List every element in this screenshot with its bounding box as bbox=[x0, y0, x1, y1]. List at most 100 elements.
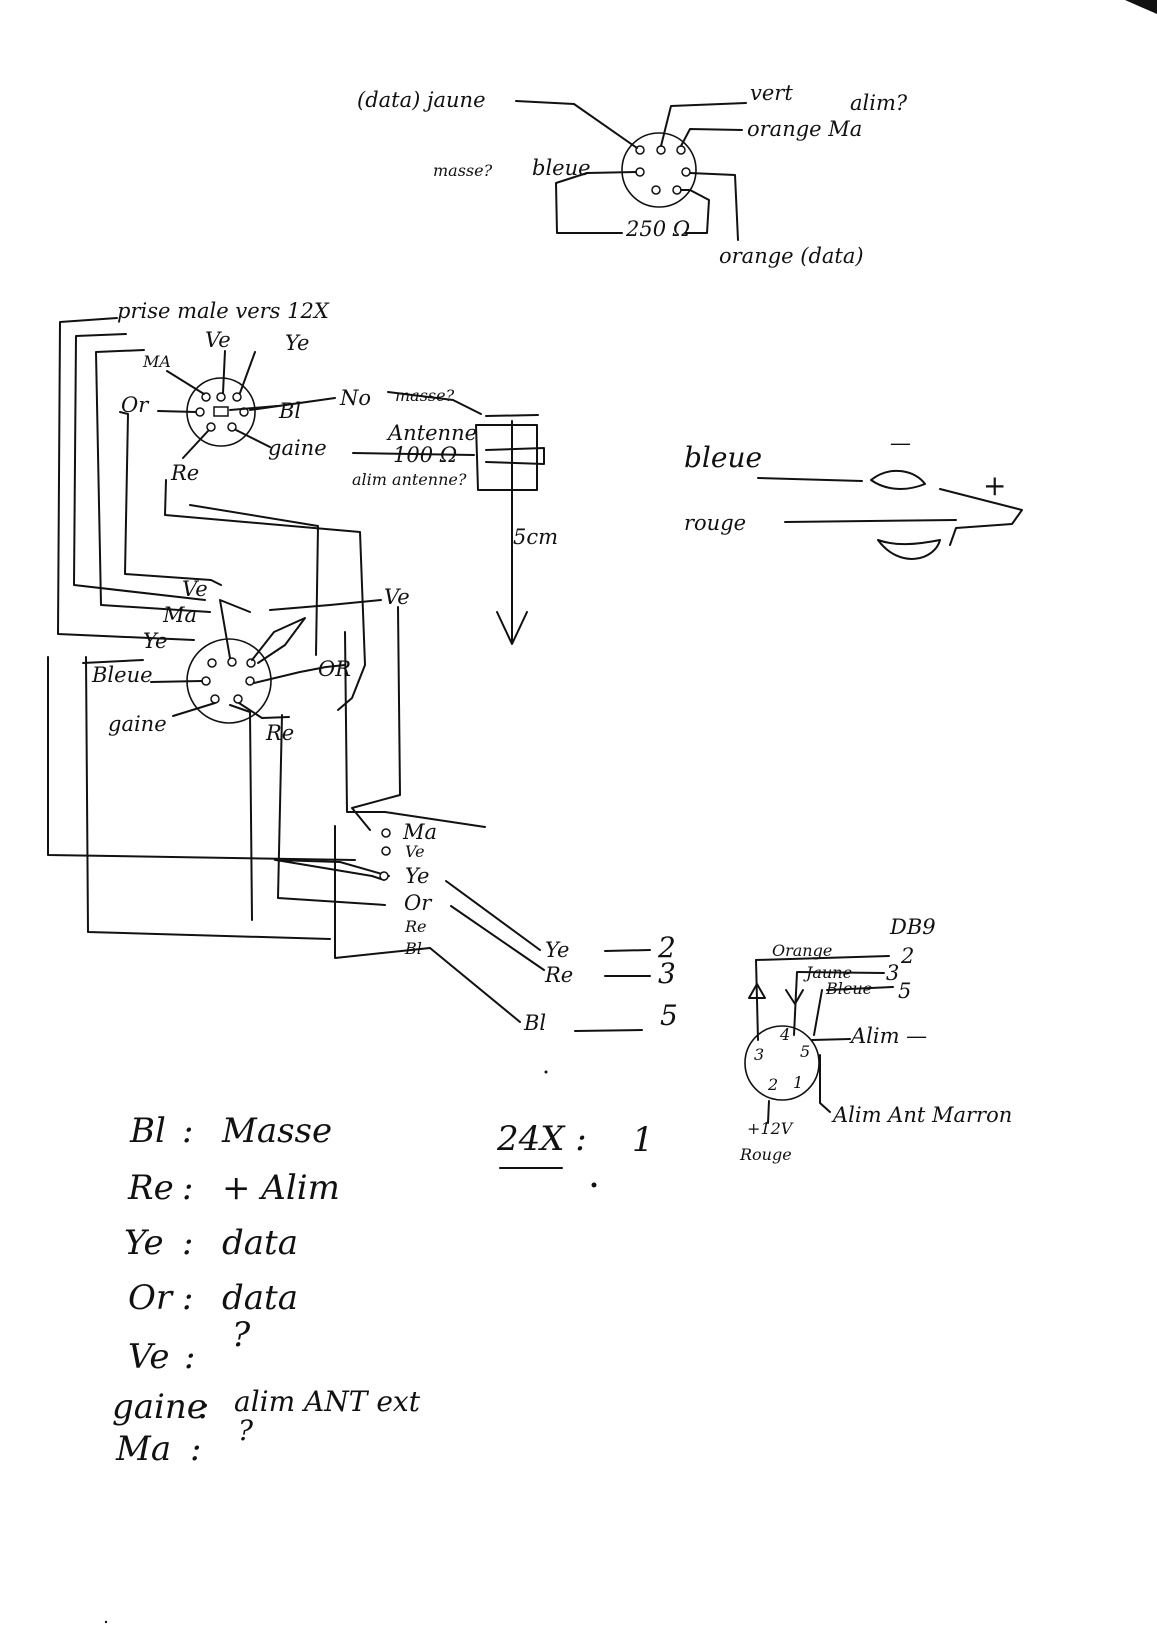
db9-alim-minus-label: Alim — bbox=[849, 1024, 927, 1048]
legend-key: gaine bbox=[112, 1387, 207, 1427]
male-resistor-label: 100 Ω bbox=[393, 443, 457, 467]
top-jaune-label: (data) jaune bbox=[357, 88, 486, 112]
terminal-or-label: Or bbox=[404, 891, 433, 915]
db9-pin: 1 bbox=[793, 1073, 803, 1092]
legend-sep: : bbox=[182, 1168, 193, 1208]
male-bl-label: Bl bbox=[278, 399, 301, 423]
jack-bleue-label: bleue bbox=[684, 441, 762, 474]
male-ye-label: Ye bbox=[285, 331, 309, 355]
top-connector: (data) jaune vert orange Ma alim? masse?… bbox=[357, 81, 908, 268]
legend-item: gaine : alim ANT ext bbox=[112, 1385, 421, 1427]
db9-map-row: Bl 5 bbox=[523, 999, 678, 1035]
top-connector-body bbox=[621, 132, 697, 208]
legend-key: Bl bbox=[129, 1111, 166, 1151]
top-resistor-label: 250 Ω bbox=[625, 217, 690, 241]
terminal-ye-label: Ye bbox=[405, 864, 429, 888]
legend-key: Ve bbox=[128, 1337, 170, 1377]
male-ve-label: Ve bbox=[205, 328, 231, 352]
antenna-plug bbox=[387, 391, 545, 645]
legend-sep: : bbox=[190, 1429, 201, 1469]
db9-pin: 4 bbox=[779, 1025, 790, 1044]
terminal-ma-label: Ma bbox=[402, 820, 437, 844]
mid-ve-right-label: Ve bbox=[384, 585, 410, 609]
db9-pin: 2 bbox=[767, 1075, 778, 1094]
legend-sep: : bbox=[182, 1223, 193, 1263]
top-masse-label: masse? bbox=[433, 161, 493, 180]
db9-map-row: Re 3 bbox=[544, 957, 676, 990]
legend-key: Ma bbox=[115, 1429, 171, 1469]
top-orange-label: orange Ma bbox=[747, 117, 862, 141]
db9-pin: 5 bbox=[800, 1042, 810, 1061]
db9-map-pin: 2 bbox=[657, 931, 676, 964]
db9-map-label: Ye bbox=[545, 938, 569, 962]
db9-map-label: Re bbox=[544, 963, 573, 987]
legend-sep: : bbox=[182, 1278, 193, 1318]
db9-map-row: Ye 2 bbox=[545, 931, 676, 964]
mid-ma-label: Ma bbox=[162, 603, 197, 627]
terminal-block: Ma Ve Ye Or Re Bl bbox=[379, 820, 545, 1023]
terminal-re-label: Re bbox=[404, 917, 427, 936]
note-key: 24X : bbox=[496, 1119, 587, 1159]
legend-key: Ye bbox=[124, 1223, 164, 1263]
jack-rouge-label: rouge bbox=[684, 511, 746, 535]
male-alim-antenne-label: alim antenne? bbox=[352, 470, 467, 489]
model-note: 24X : 1 bbox=[496, 1119, 654, 1188]
top-orange-data-label: orange (data) bbox=[719, 244, 864, 268]
legend-sep: : bbox=[198, 1387, 209, 1427]
db9-map-pin: 3 bbox=[658, 957, 676, 990]
db9-orange-label: Orange bbox=[772, 941, 832, 960]
male-re-label: Re bbox=[170, 461, 199, 485]
male-no-label: No bbox=[339, 386, 371, 410]
legend-item: Re : + Alim bbox=[127, 1168, 340, 1208]
legend-item: Bl : Masse bbox=[129, 1111, 332, 1151]
legend-item: Ma : ? bbox=[115, 1414, 254, 1469]
db9-connector: DB9 Orange 2 Jaune 3 Bleue 5 4 3 5 2 1 A… bbox=[739, 915, 1012, 1164]
db9-map-pin: 5 bbox=[660, 999, 678, 1032]
mid-gaine-label: gaine bbox=[108, 712, 167, 736]
db9-title: DB9 bbox=[889, 915, 936, 939]
legend-value: alim ANT ext bbox=[234, 1385, 421, 1418]
terminal-bl-label: Bl bbox=[404, 939, 422, 958]
mid-ye-label: Ye bbox=[143, 629, 167, 653]
legend: Bl : Masse Re : + Alim Ye : data Or : da… bbox=[112, 1111, 421, 1469]
db9-map-label: Bl bbox=[523, 1011, 546, 1035]
wire-harness bbox=[47, 317, 486, 959]
top-bleue-label: bleue bbox=[532, 156, 591, 180]
male-gaine-label: gaine bbox=[268, 436, 327, 460]
legend-value: ? bbox=[232, 1315, 251, 1355]
dc-jack: bleue rouge — + bbox=[684, 431, 1023, 560]
legend-item: Ve : ? bbox=[128, 1315, 251, 1377]
legend-value: + Alim bbox=[222, 1168, 340, 1208]
male-plug: prise male vers 12X Ve Ye MA Or Bl No ga… bbox=[117, 299, 558, 549]
male-ma-label: MA bbox=[142, 352, 171, 371]
db9-orange-pin: 2 bbox=[900, 944, 914, 968]
db9-jaune-label: Jaune bbox=[803, 963, 852, 982]
db9-alim-ant-label: Alim Ant Marron bbox=[831, 1103, 1012, 1127]
legend-value: ? bbox=[238, 1414, 254, 1447]
jack-minus-label: — bbox=[890, 431, 911, 455]
legend-value: data bbox=[222, 1278, 298, 1318]
mid-bleue-label: Bleue bbox=[91, 663, 153, 687]
male-plug-title: prise male vers 12X bbox=[117, 299, 330, 323]
db9-rouge-label: Rouge bbox=[739, 1145, 792, 1164]
legend-item: Or : data bbox=[128, 1278, 298, 1318]
db9-12v-label: +12V bbox=[747, 1119, 794, 1138]
top-vert-label: vert bbox=[750, 81, 793, 105]
male-masse-label: masse? bbox=[395, 386, 455, 405]
db9-bleue-label: Bleue bbox=[825, 979, 872, 998]
legend-value: Masse bbox=[221, 1111, 332, 1151]
male-antenne-label: Antenne bbox=[386, 421, 477, 445]
legend-item: Ye : data bbox=[124, 1223, 298, 1263]
mid-re-label: Re bbox=[265, 721, 294, 745]
db9-mapping: Ye 2 Re 3 Bl 5 bbox=[523, 931, 678, 1035]
legend-key: Re bbox=[127, 1168, 174, 1208]
note-value: 1 bbox=[632, 1120, 654, 1160]
top-alim-label: alim? bbox=[850, 91, 908, 115]
db9-bleue-pin: 5 bbox=[898, 979, 911, 1003]
corner-mark bbox=[1125, 0, 1157, 14]
legend-sep: : bbox=[182, 1111, 193, 1151]
legend-value: data bbox=[222, 1223, 298, 1263]
legend-sep: : bbox=[184, 1337, 195, 1377]
male-length-label: 5cm bbox=[513, 525, 558, 549]
